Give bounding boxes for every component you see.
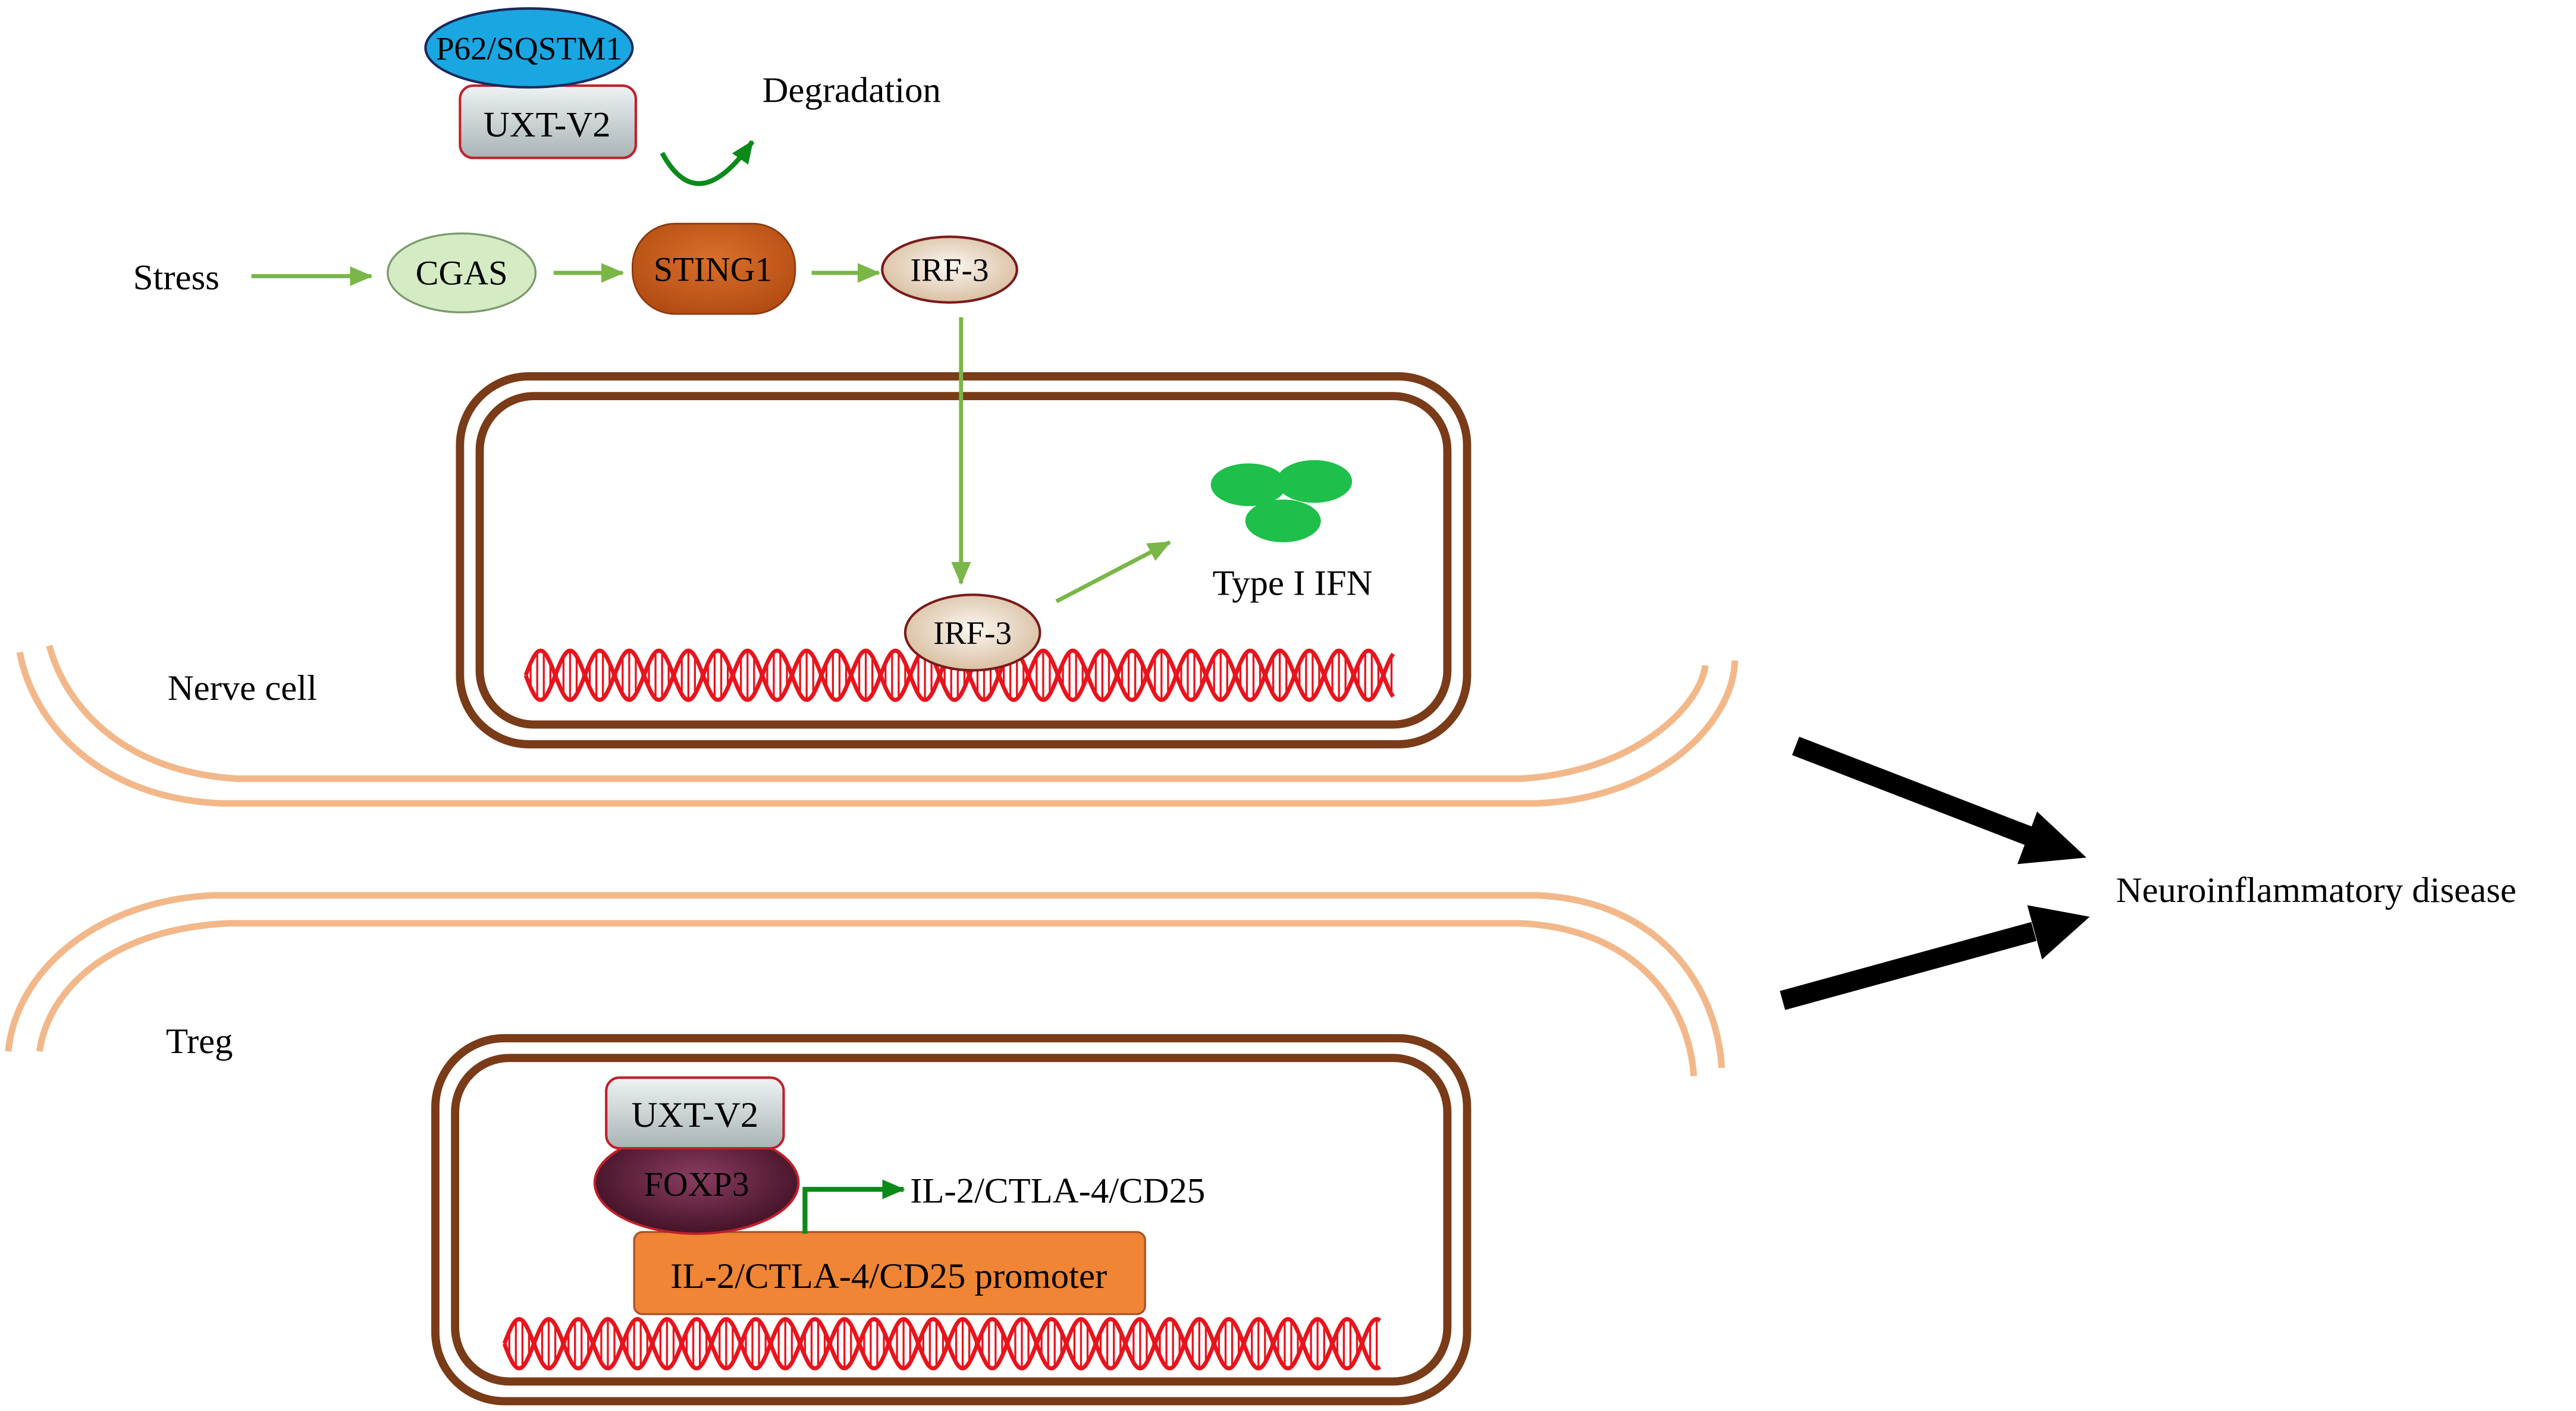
il2-promoter-label: IL-2/CTLA-4/CD25 promoter bbox=[670, 1256, 1107, 1296]
treg-nucleus bbox=[431, 1034, 1471, 1406]
sting1-label: STING1 bbox=[654, 250, 773, 289]
foxp3-label: FOXP3 bbox=[644, 1165, 749, 1203]
arrow-foxp3-to-targets bbox=[802, 1179, 905, 1234]
uxt-v2-bottom-label: UXT-V2 bbox=[631, 1095, 758, 1135]
neuroinflammatory-disease-label: Neuroinflammatory disease bbox=[2116, 871, 2517, 910]
dna-strand bbox=[502, 1316, 1382, 1371]
dna-strand bbox=[523, 648, 1395, 702]
stress-label: Stress bbox=[133, 258, 219, 298]
il2-targets-label: IL-2/CTLA-4/CD25 bbox=[910, 1171, 1205, 1211]
arrow-nerve-cell-to-disease bbox=[1792, 736, 2086, 865]
dna-strand bbox=[502, 1316, 1382, 1371]
irf3-cytoplasm-ellipse bbox=[881, 235, 1018, 304]
dna-helix-treg bbox=[502, 1316, 1382, 1371]
nerve-cell-membrane bbox=[16, 645, 1739, 807]
type-i-ifn-label: Type I IFN bbox=[1212, 563, 1372, 603]
irf3-nucleus-label: IRF-3 bbox=[933, 615, 1012, 651]
ifn-molecule-icon bbox=[1210, 463, 1287, 507]
nerve-cell-label: Nerve cell bbox=[168, 668, 317, 708]
ifn-molecule-icon bbox=[1245, 499, 1321, 542]
type-i-ifn-molecules bbox=[1210, 460, 1353, 542]
uxt-v2-bottom-box bbox=[605, 1076, 785, 1150]
irf3-nucleus-ellipse bbox=[903, 593, 1041, 672]
p62-sqstm1-label: P62/SQSTM1 bbox=[436, 30, 622, 67]
arrow-treg-to-disease bbox=[1780, 905, 2090, 1010]
arrow-irf3-to-ifn bbox=[1055, 540, 1172, 604]
il2-promoter-box bbox=[633, 1231, 1146, 1315]
ifn-molecule-icon bbox=[1276, 460, 1353, 503]
irf3-cytoplasm-label: IRF-3 bbox=[911, 252, 989, 288]
p62-sqstm1-ellipse bbox=[424, 7, 634, 89]
uxt-v2-top-label: UXT-V2 bbox=[484, 105, 611, 145]
cgas-label: CGAS bbox=[416, 253, 508, 292]
degradation-label: Degradation bbox=[763, 71, 941, 111]
nerve-cell-nucleus bbox=[456, 372, 1471, 749]
cgas-ellipse bbox=[387, 232, 537, 313]
treg-label: Treg bbox=[166, 1022, 233, 1061]
arrow-degradation bbox=[660, 140, 755, 186]
sting1-box bbox=[632, 222, 796, 315]
treg-cell-membrane bbox=[5, 892, 1725, 1076]
